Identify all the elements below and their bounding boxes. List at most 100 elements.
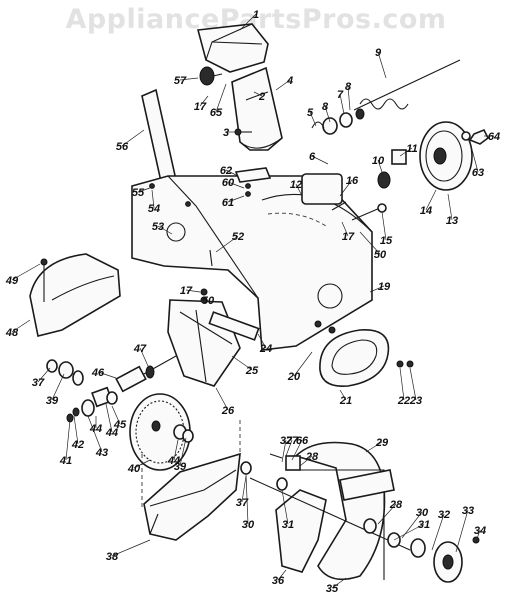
callout-label: 48 bbox=[5, 327, 19, 339]
callout-label: 12 bbox=[290, 179, 302, 191]
callout-label: 3 bbox=[223, 127, 229, 139]
leader-line bbox=[111, 405, 121, 425]
callout-label: 40 bbox=[127, 463, 141, 475]
callout-35: 35 bbox=[326, 577, 347, 595]
callout-31: 31 bbox=[281, 489, 294, 531]
callout-label: 28 bbox=[305, 451, 319, 463]
callout-49: 49 bbox=[5, 263, 41, 287]
bearing-flange bbox=[410, 536, 480, 583]
callout-63: 63 bbox=[469, 141, 484, 179]
leader-line bbox=[359, 231, 381, 255]
leader-line bbox=[203, 299, 209, 303]
leader-line bbox=[475, 529, 481, 543]
leader-line bbox=[377, 503, 397, 525]
callout-53: 53 bbox=[152, 221, 173, 235]
leader-line bbox=[133, 459, 151, 469]
callout-label: 36 bbox=[272, 575, 285, 587]
callout-label: 39 bbox=[174, 461, 187, 473]
callout-label: 35 bbox=[326, 583, 339, 595]
callout-41: 41 bbox=[59, 419, 72, 467]
callout-label: 50 bbox=[202, 295, 215, 307]
leader-line bbox=[399, 147, 413, 157]
leader-line bbox=[157, 225, 173, 235]
callout-label: 45 bbox=[113, 419, 127, 431]
chute-plate bbox=[234, 167, 272, 197]
discharge-chute bbox=[231, 66, 283, 151]
callout-55: 55 bbox=[132, 187, 151, 199]
leader-line bbox=[447, 193, 453, 221]
callout-31: 31 bbox=[393, 519, 430, 541]
chute-knob bbox=[199, 66, 223, 86]
callout-label: 4 bbox=[286, 75, 293, 87]
callout-20: 20 bbox=[287, 351, 313, 383]
leader-line bbox=[239, 13, 257, 31]
leader-line bbox=[139, 347, 149, 367]
callout-8: 8 bbox=[322, 101, 331, 123]
impeller bbox=[167, 299, 260, 387]
callout-65: 65 bbox=[210, 83, 227, 119]
leader-line bbox=[299, 455, 313, 467]
callout-label: 31 bbox=[282, 519, 294, 531]
leader-line bbox=[227, 195, 245, 203]
callout-64: 64 bbox=[484, 131, 500, 143]
callout-label: 26 bbox=[221, 405, 235, 417]
callout-label: 21 bbox=[339, 395, 352, 407]
callout-26: 26 bbox=[215, 387, 235, 417]
leader-line bbox=[199, 95, 209, 107]
callout-39: 39 bbox=[174, 437, 187, 473]
callout-label: 44 bbox=[105, 427, 118, 439]
callout-label: 62 bbox=[220, 165, 232, 177]
callout-label: 27 bbox=[285, 435, 299, 447]
callout-48: 48 bbox=[5, 319, 31, 339]
leader-line bbox=[179, 437, 187, 467]
callout-label: 22 bbox=[397, 395, 410, 407]
leader-line bbox=[377, 51, 387, 79]
callout-label: 52 bbox=[232, 231, 244, 243]
callout-3: 3 bbox=[223, 127, 238, 139]
leader-line bbox=[231, 355, 253, 371]
leader-line bbox=[11, 263, 41, 281]
callout-14: 14 bbox=[420, 189, 437, 217]
leader-line bbox=[331, 577, 347, 589]
callout-61: 61 bbox=[222, 195, 245, 209]
callout-2: 2 bbox=[253, 91, 265, 103]
leader-line bbox=[65, 419, 71, 461]
callout-label: 65 bbox=[210, 107, 223, 119]
leader-line bbox=[215, 235, 239, 253]
callout-22: 22 bbox=[397, 367, 410, 407]
callout-label: 20 bbox=[287, 371, 301, 383]
callout-19: 19 bbox=[369, 281, 391, 293]
leader-line bbox=[425, 189, 437, 211]
leader-line bbox=[431, 513, 445, 551]
handle-bracket bbox=[141, 88, 177, 188]
callout-25: 25 bbox=[231, 355, 259, 377]
callout-label: 41 bbox=[59, 455, 72, 467]
callout-label: 8 bbox=[322, 101, 329, 113]
callout-39: 39 bbox=[46, 373, 65, 407]
callout-36: 36 bbox=[272, 569, 287, 587]
callout-42: 42 bbox=[71, 415, 84, 451]
callout-label: 50 bbox=[374, 249, 387, 261]
leader-line bbox=[365, 441, 383, 453]
leader-line bbox=[381, 211, 387, 241]
callout-label: 42 bbox=[71, 439, 84, 451]
callout-label: 53 bbox=[152, 221, 164, 233]
callout-7: 7 bbox=[337, 89, 345, 115]
leader-line bbox=[339, 93, 345, 115]
callout-34: 34 bbox=[474, 525, 486, 543]
leader-line bbox=[121, 129, 145, 147]
callout-label: 30 bbox=[416, 507, 429, 519]
callout-label: 60 bbox=[222, 177, 235, 189]
callout-28: 28 bbox=[377, 499, 403, 525]
leader-line bbox=[309, 111, 317, 127]
leader-line bbox=[377, 159, 385, 179]
callout-12: 12 bbox=[290, 179, 303, 197]
callout-52: 52 bbox=[215, 231, 244, 253]
callout-label: 37 bbox=[236, 497, 249, 509]
leader-line bbox=[105, 403, 113, 433]
leader-line bbox=[293, 351, 313, 377]
callout-17: 17 bbox=[341, 221, 355, 243]
callout-label: 54 bbox=[148, 203, 160, 215]
callout-44: 44 bbox=[89, 416, 102, 435]
leader-line bbox=[151, 189, 155, 209]
